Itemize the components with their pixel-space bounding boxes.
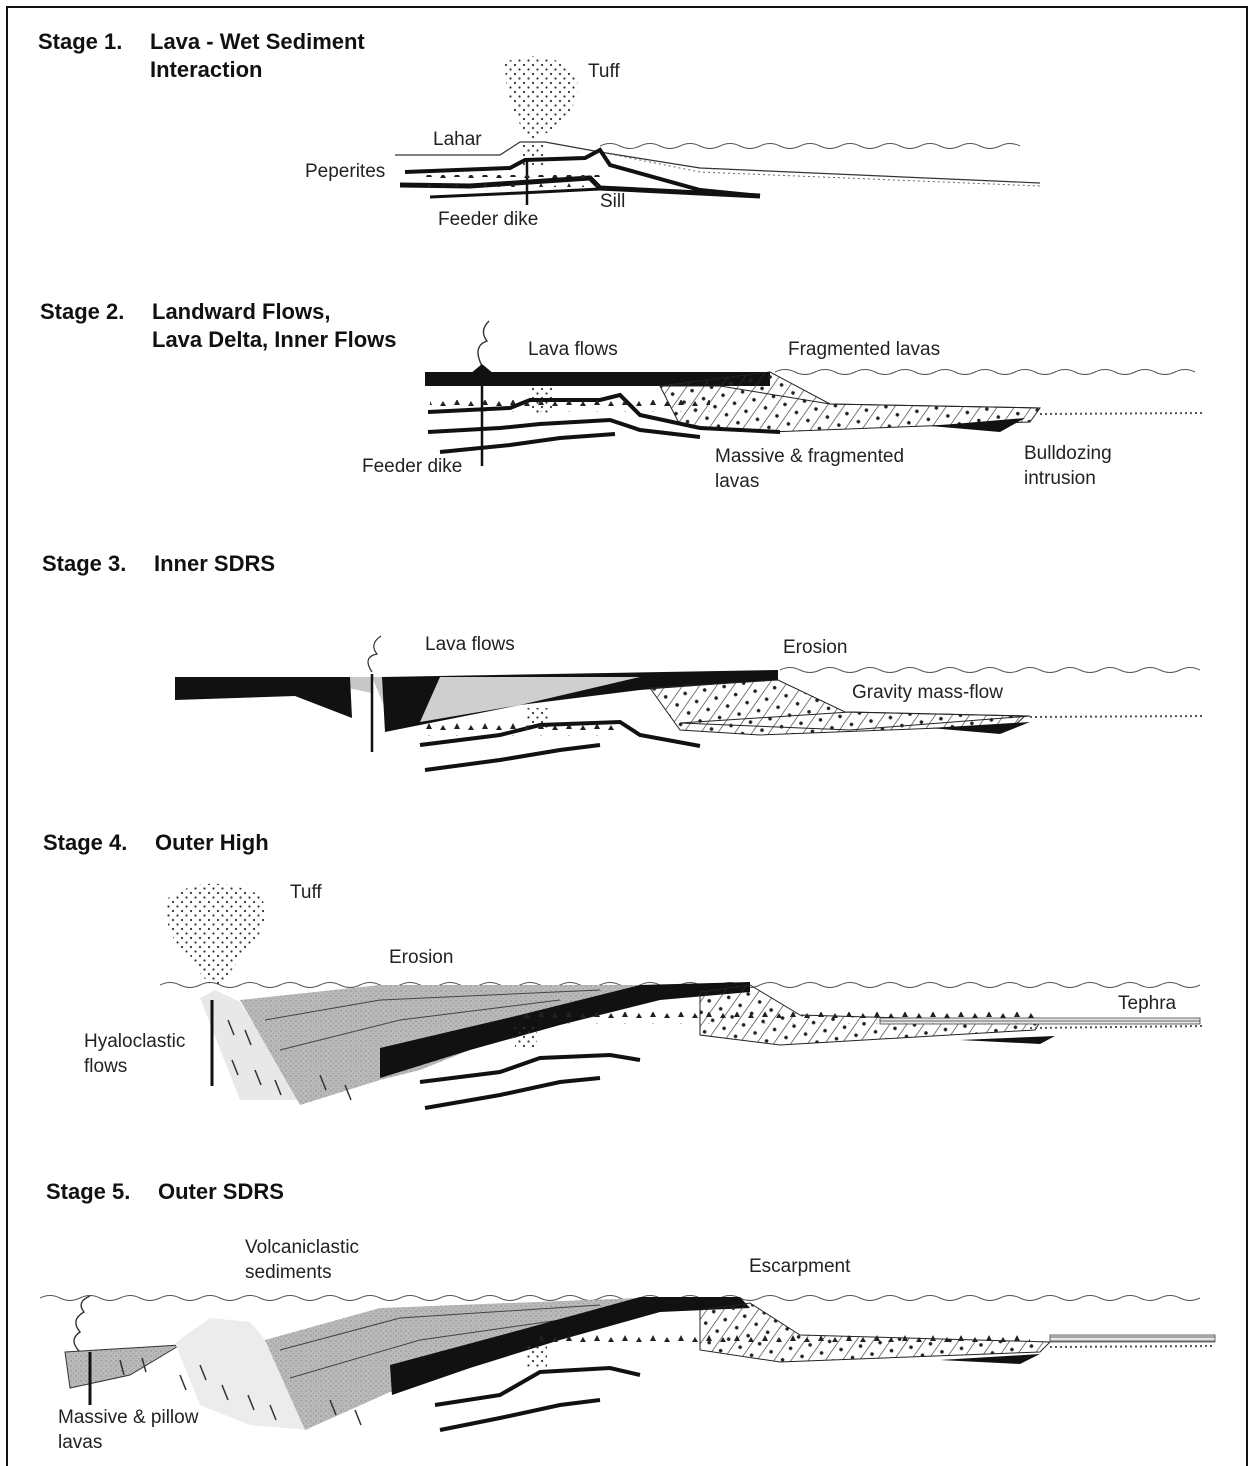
stage-4-flow-1 — [420, 1055, 640, 1082]
label-erosion-4: Erosion — [389, 946, 453, 970]
stage-2-flow-2 — [428, 420, 700, 437]
stage-1-title-line2: Interaction — [38, 56, 365, 84]
label-massive-fragmented-1: Massive & fragmented — [715, 445, 904, 469]
label-volcaniclastic-2: sediments — [245, 1261, 332, 1285]
label-feeder-dike-2: Feeder dike — [362, 455, 462, 479]
label-lahar: Lahar — [433, 128, 482, 152]
label-tuff-1: Tuff — [588, 60, 620, 84]
label-fragmented-lavas: Fragmented lavas — [788, 338, 940, 362]
stage-4-number: Stage 4. — [43, 829, 155, 857]
stage-3-steam-plume — [368, 636, 381, 672]
label-sill: Sill — [600, 190, 625, 214]
label-escarpment: Escarpment — [749, 1255, 850, 1279]
stage-2-title-line2: Lava Delta, Inner Flows — [40, 326, 397, 354]
label-massive-pillow-1: Massive & pillow — [58, 1406, 198, 1430]
stage-5-tephra-band — [1050, 1335, 1215, 1342]
stage-5-steam-plume — [74, 1296, 90, 1352]
label-massive-pillow-2: lavas — [58, 1431, 102, 1455]
stage-5-flow-1 — [435, 1368, 640, 1405]
stage-2-title-line1: Landward Flows, — [152, 299, 330, 324]
stage-5-title-line1: Outer SDRS — [158, 1179, 284, 1204]
stage-3-water-surface — [780, 668, 1200, 673]
stage-1-title: Stage 1.Lava - Wet Sediment Interaction — [38, 28, 365, 84]
stage-3-number: Stage 3. — [42, 550, 154, 578]
stage-3-dotted-seafloor — [1030, 716, 1205, 717]
stage-3-left-block — [175, 677, 352, 718]
stage-1-title-line1: Lava - Wet Sediment — [150, 29, 365, 54]
stage-4-title-line1: Outer High — [155, 830, 269, 855]
label-tuff-4: Tuff — [290, 881, 322, 905]
stage-1-tuff-cloud — [505, 56, 578, 139]
stage-5-diagram — [40, 1296, 1215, 1431]
stage-3-flow-2 — [425, 745, 600, 770]
stage-3-title: Stage 3.Inner SDRS — [42, 550, 275, 578]
stage-1-diagram — [395, 56, 1040, 205]
label-hyaloclastic-2: flows — [84, 1055, 127, 1079]
stage-2-title: Stage 2.Landward Flows, Lava Delta, Inne… — [40, 298, 397, 354]
label-peperites: Peperites — [305, 160, 385, 184]
stage-1-number: Stage 1. — [38, 28, 150, 56]
stage-1-sill — [430, 189, 600, 197]
label-feeder-dike-1: Feeder dike — [438, 208, 538, 232]
stage-2-vent-cone — [470, 364, 494, 374]
stage-3-diagram — [175, 636, 1205, 770]
stage-2-number: Stage 2. — [40, 298, 152, 326]
stage-4-vent-breccia — [515, 1025, 537, 1047]
stage-5-vent-breccia — [525, 1345, 547, 1369]
stage-5-number: Stage 5. — [46, 1178, 158, 1206]
label-lava-flows-2: Lava flows — [528, 338, 618, 362]
stage-4-title: Stage 4.Outer High — [43, 829, 269, 857]
stage-1-peperite-triangles — [420, 175, 600, 187]
stage-4-flow-2 — [425, 1078, 600, 1108]
label-volcaniclastic-1: Volcaniclastic — [245, 1236, 359, 1260]
stage-3-title-line1: Inner SDRS — [154, 551, 275, 576]
stage-5-flow-2 — [440, 1400, 600, 1430]
label-lava-flows-3: Lava flows — [425, 633, 515, 657]
stage-2-water-surface — [775, 370, 1195, 375]
stage-2-triangles — [430, 400, 710, 412]
label-tephra: Tephra — [1118, 992, 1176, 1016]
label-erosion-3: Erosion — [783, 636, 847, 660]
label-gravity-mass-flow: Gravity mass-flow — [852, 681, 1003, 705]
stage-3-triangles — [420, 722, 620, 736]
stage-4-tuff-cloud — [165, 884, 266, 990]
stage-4-triangles — [520, 1012, 1040, 1024]
stage-5-title: Stage 5.Outer SDRS — [46, 1178, 284, 1206]
stage-1-water-surface — [600, 144, 1020, 149]
stage-2-steam-plume — [478, 321, 489, 366]
stage-4-dotted-seafloor — [1030, 1026, 1205, 1028]
label-bulldozing-2: intrusion — [1024, 467, 1096, 491]
stage-5-triangles — [540, 1330, 1030, 1342]
label-hyaloclastic-1: Hyaloclastic — [84, 1030, 185, 1054]
stage-2-dotted-seafloor — [1040, 413, 1205, 414]
label-massive-fragmented-2: lavas — [715, 470, 759, 494]
label-bulldozing-1: Bulldozing — [1024, 442, 1112, 466]
stage-4-intrusion — [960, 1036, 1055, 1044]
stage-5-dotted-seafloor — [1050, 1346, 1215, 1347]
stage-2-flow-3 — [440, 434, 615, 452]
stage-1-vent-breccia — [522, 145, 544, 167]
stage-4-diagram — [160, 884, 1205, 1108]
